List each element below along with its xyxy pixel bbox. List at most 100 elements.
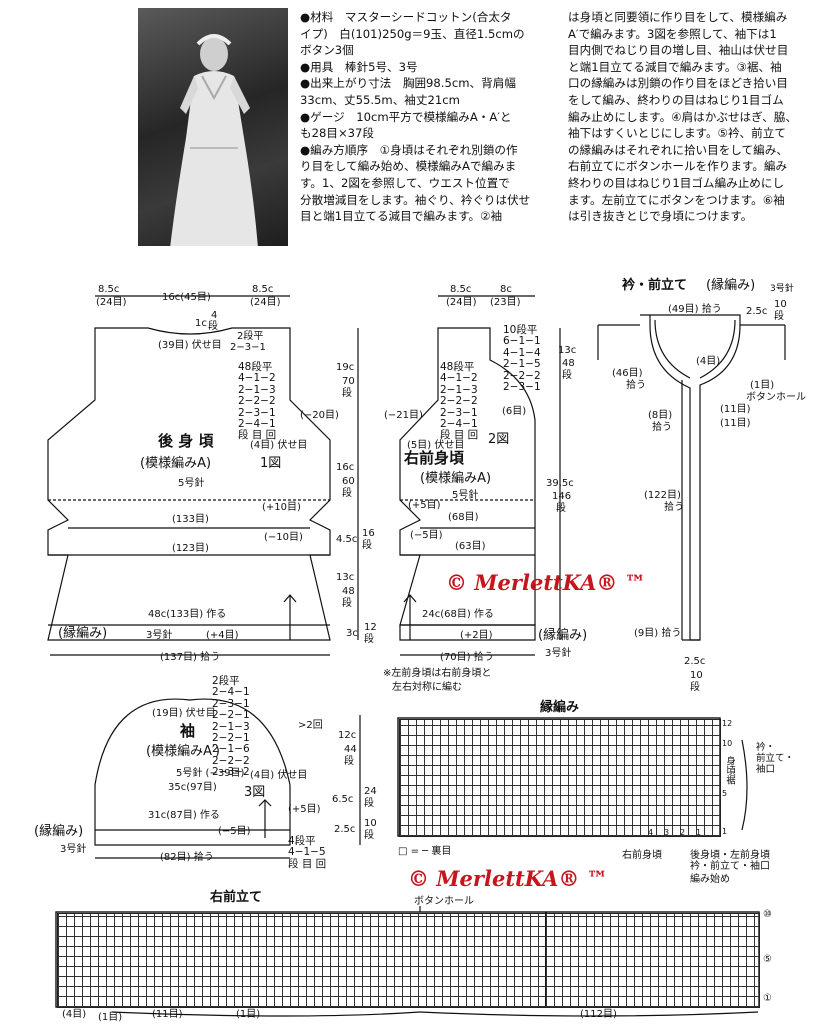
sleeve-pattern: (模様編みA′) [146, 744, 220, 759]
desc-line: 終わりの目はねじり1目ゴム編み止めにし [568, 175, 785, 190]
collar-pick8b: 拾う [652, 422, 672, 433]
collar-title2: (縁編み) [706, 278, 756, 293]
sleeve-v-dan2: 段 [364, 798, 374, 809]
edge-label-side: 衿・ 前立て・ 袖口 [756, 742, 795, 775]
desc-line: り目をして編み始め、模様編みAで編みま [300, 159, 517, 174]
front-top-left-st: (24目) [446, 297, 477, 308]
front-68: (68目) [448, 512, 479, 523]
edge-num-4: 4 [648, 828, 654, 837]
back-plus4: (+4目) [206, 630, 239, 641]
front-neck-table: 10段平 6−1−1 4−1−4 2−1−5 2−2−2 2−3−1 [503, 324, 541, 394]
desc-line: イプ) 白(101)250g＝9玉、直径1.5cmの [300, 26, 525, 41]
front-v13c: 13c [558, 345, 577, 356]
watermark-1: © MerlettKA® ™ [446, 570, 646, 595]
front-band-11st: (11目) [152, 1009, 183, 1020]
edge-num-3: 3 [664, 828, 670, 837]
desc-line: 目と端1目立てる減目で編みます。②袖 [300, 209, 503, 224]
edge-chart-title: 縁編み [540, 700, 580, 715]
front-pattern: (模様編みA) [420, 471, 492, 486]
sleeve-minus5: (−5目) [218, 826, 251, 837]
back-pattern: (模様編みA) [140, 456, 212, 471]
front-top-right-cm: 8c [500, 284, 512, 295]
front-six: (6目) [502, 406, 527, 417]
collar-dan: 段 [774, 311, 784, 322]
front-v48: 48 [562, 358, 575, 369]
back-v3c: 3c [346, 628, 358, 639]
front-top-left-cm: 8.5c [450, 284, 472, 295]
back-v70: 70 [342, 376, 355, 387]
sleeve-v10: 10 [364, 818, 377, 829]
edge-stitch-grid [399, 719, 721, 837]
collar-eleven1: (11目) [720, 404, 751, 415]
back-v13c: 13c [336, 572, 355, 583]
back-v-dan4: 段 [342, 598, 352, 609]
sleeve-under-table: 4段平 4−1−5 段 目 回 [288, 835, 327, 870]
front-v-dan1: 段 [562, 370, 572, 381]
collar-25c: 2.5c [746, 306, 768, 317]
front-edge: (縁編み) [538, 628, 588, 643]
collar-title: 衿・前立て [622, 278, 688, 293]
front-v-dan2: 段 [556, 503, 566, 514]
desc-line: 編み止めにします。④肩はかぶせはぎ、脇、 [568, 109, 797, 124]
back-armhole-bind: (4目) 伏せ目 [250, 440, 308, 451]
collar-eleven2: (11目) [720, 418, 751, 429]
desc-line: A′で編みます。3図を参照して、袖下は1 [568, 26, 777, 41]
sleeve-fig: 3図 [244, 785, 266, 800]
front-band-1st-a: (1目) [98, 1012, 123, 1023]
edge-bottom-c: 編み始め [690, 874, 730, 885]
back-v-dan3: 段 [362, 540, 372, 551]
collar-10: 10 [774, 299, 787, 310]
desc-line: ●材料 マスターシードコットン(合太タ [300, 10, 512, 24]
model-photo [138, 8, 288, 246]
collar-pick122b: 拾う [664, 502, 684, 513]
back-neck-1c: 1c [195, 318, 207, 329]
back-v-dan2: 段 [342, 488, 352, 499]
edge-label-body: 身頃裾 [724, 756, 735, 785]
back-neck-dan: 段 [208, 321, 218, 332]
front-v146: 146 [552, 491, 572, 502]
back-top-right-cm: 8.5c [252, 284, 274, 295]
desc-line: ●出来上がり寸法 胸囲98.5cm、背肩幅 [300, 76, 516, 91]
front-armhole-table: 48段平 4−1−2 2−1−3 2−2−2 2−3−1 2−4−1 段 目 回 [440, 361, 479, 442]
sleeve-marker: >2回 [298, 720, 323, 731]
back-123: (123目) [172, 543, 209, 554]
desc-line: 33cm、丈55.5m、袖丈21cm [300, 92, 460, 107]
back-pick: (137目) 拾う [160, 652, 221, 663]
edge-num-1: 1 [696, 828, 702, 837]
back-v19c: 19c [336, 362, 355, 373]
back-side-minus20: (−20目) [300, 410, 339, 421]
front-edge-needle: 3号針 [545, 648, 572, 659]
instructions-col1: ●材料 マスターシードコットン(合太タ イプ) 白(101)250g＝9玉、直径… [300, 9, 555, 225]
front-plus5: (+5目) [408, 500, 441, 511]
desc-line: をして編み、終わりの目はねじり1目ゴム [568, 92, 784, 107]
desc-line: は身頃と同要領に作り目をして、模様編み [568, 10, 788, 24]
back-title: 後 身 頃 [158, 432, 214, 450]
edge-row-5: 5 [722, 789, 728, 798]
desc-line: 袖下はすくいとじにします。⑤衿、前立て [568, 126, 786, 141]
desc-line: す。1、2図を参照して、ウエスト位置で [300, 175, 510, 190]
edge-row-10: 10 [722, 739, 733, 748]
front-band-row-10: ⑩ [763, 909, 772, 920]
desc-line: の縁編みはそれぞれに拾い目をして編み、 [568, 142, 788, 157]
collar-needle: 3号針 [770, 284, 794, 294]
back-neck-dec2: 2−3−1 [230, 342, 266, 353]
front-note2: 左右対称に編む [392, 682, 462, 693]
desc-line: ます。左前立てにボタンをつけます。⑥袖 [568, 192, 785, 207]
collar-pick49: (49目) 拾う [668, 304, 722, 315]
back-top-mid: 16c(45目) [162, 292, 211, 303]
sleeve-bind19: (19目) 伏せ目 [152, 708, 216, 719]
back-edge-needle: 3号針 [146, 630, 173, 641]
desc-line: も28目×37段 [300, 126, 375, 141]
back-v12: 12 [364, 622, 377, 633]
back-plus10: (+10目) [262, 502, 301, 513]
back-v16: 16 [362, 528, 375, 539]
front-band-title: 右前立て [210, 890, 263, 905]
sleeve-v25c: 2.5c [334, 824, 356, 835]
front-fig: 2図 [488, 432, 510, 447]
front-63: (63目) [455, 541, 486, 552]
front-band-buttonhole: ボタンホール [414, 896, 474, 907]
edge-bottom-b: 後身頃・左前身頃 衿・前立て・袖口 [690, 850, 770, 872]
back-needle: 5号針 [178, 478, 205, 489]
desc-line: ●編み方順序 ①身頃はそれぞれ別鎖の作 [300, 142, 518, 157]
back-top-left-cm: 8.5c [98, 284, 120, 295]
